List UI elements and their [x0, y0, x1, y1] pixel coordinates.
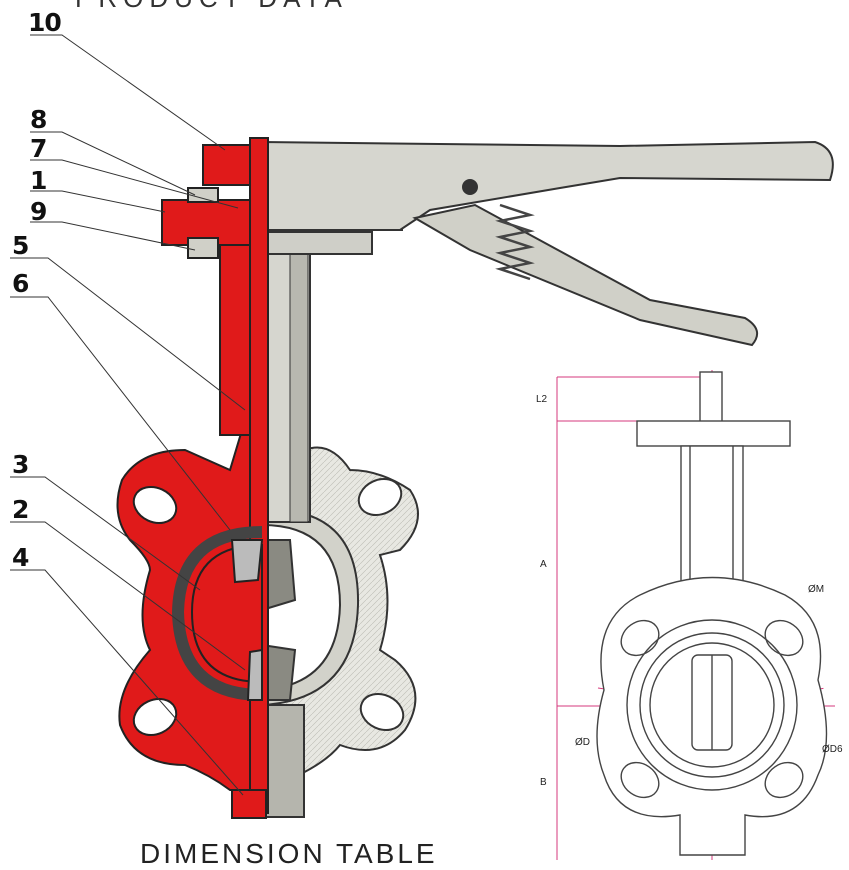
callout-2: 2 — [12, 495, 29, 524]
callout-leaders — [10, 34, 246, 796]
dimension-label-b: B — [540, 777, 547, 788]
callout-3: 3 — [12, 450, 29, 479]
dimension-drawing — [556, 370, 835, 863]
callout-1: 1 — [30, 166, 47, 195]
callout-9: 9 — [30, 197, 47, 226]
callout-7: 7 — [30, 134, 47, 163]
header-title: PRODUCT DATA — [75, 0, 348, 14]
callout-8: 8 — [30, 105, 47, 134]
callout-4: 4 — [12, 543, 29, 572]
dimension-table-title: DIMENSION TABLE — [140, 838, 438, 869]
callout-5: 5 — [12, 231, 29, 260]
dimension-label-a: A — [540, 559, 547, 570]
callout-6: 6 — [12, 269, 29, 298]
dimension-label-od: ØD — [575, 737, 590, 748]
dimension-label-om: ØM — [808, 584, 825, 595]
valve-body-exterior — [261, 140, 834, 818]
valve-body-section — [116, 137, 269, 819]
dimension-label-od6: ØD6 — [822, 744, 843, 755]
callout-10: 10 — [28, 8, 62, 37]
dimension-label-l2: L2 — [536, 394, 548, 405]
